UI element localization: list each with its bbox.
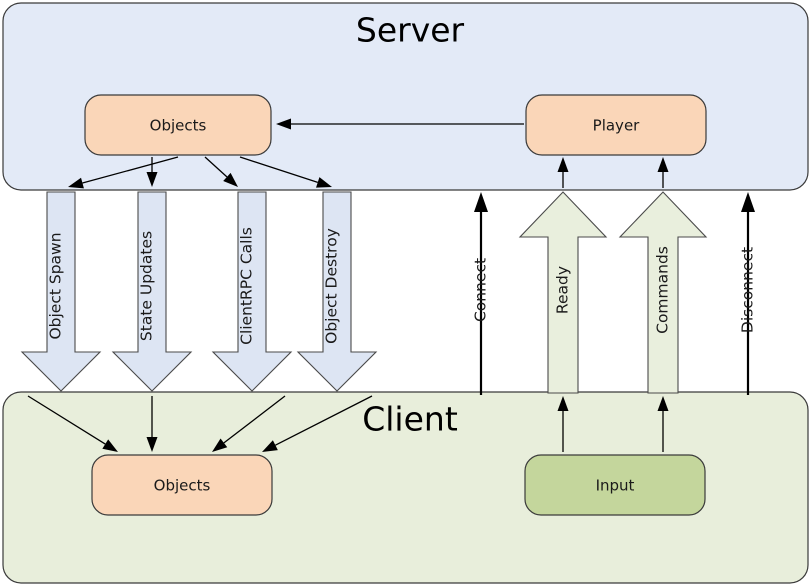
block-arrow-shape-object-spawn bbox=[20, 191, 102, 392]
block-arrow-object-spawn: Object Spawn bbox=[20, 191, 102, 392]
node-shape-server-objects[interactable] bbox=[84, 94, 272, 156]
block-arrow-shape-object-destroy bbox=[296, 191, 378, 392]
block-arrow-label-object-destroy: Object Destroy bbox=[323, 228, 341, 344]
connector-input-to-ready bbox=[557, 396, 569, 452]
block-arrow-label-object-spawn: Object Spawn bbox=[47, 232, 65, 339]
client-panel bbox=[2, 391, 809, 584]
connector-rpc-fanout bbox=[204, 156, 238, 187]
connector-line-rpc-to-client-objects bbox=[223, 395, 286, 444]
connector-head-rpc-fanout bbox=[223, 172, 238, 187]
connector-commands-to-player bbox=[657, 157, 669, 188]
connector-head-commands-to-player bbox=[657, 157, 669, 172]
node-shape-server-player[interactable] bbox=[525, 94, 707, 156]
connector-line-rpc-fanout bbox=[204, 156, 228, 178]
block-arrow-clientrpc-calls: ClientRPC Calls bbox=[211, 191, 293, 392]
connector-head-state-to-client-objects bbox=[146, 437, 158, 452]
block-arrow-commands: Commands bbox=[618, 191, 708, 394]
connector-destroy-fanout bbox=[239, 156, 332, 188]
thin-arrow-layer: Connect Disconnect bbox=[472, 192, 757, 395]
connector-spawn-fanout bbox=[68, 156, 179, 189]
thin-arrow-label-disconnect: Disconnect bbox=[739, 247, 757, 333]
block-arrow-object-destroy: Object Destroy bbox=[296, 191, 378, 392]
connector-head-ready-to-player bbox=[557, 157, 569, 172]
connector-spawn-to-client-objects bbox=[27, 395, 118, 452]
connector-line-spawn-to-client-objects bbox=[27, 395, 106, 445]
server-panel-title: Server bbox=[356, 11, 465, 50]
thin-arrow-head-connect bbox=[474, 192, 488, 212]
node-shape-client-objects[interactable] bbox=[91, 454, 273, 516]
node-client-objects[interactable]: Objects bbox=[91, 454, 273, 516]
block-arrow-shape-commands bbox=[618, 191, 708, 394]
connector-head-destroy-to-client-objects bbox=[262, 440, 278, 452]
block-arrow-ready: Ready bbox=[518, 191, 608, 394]
block-arrow-label-clientrpc-calls: ClientRPC Calls bbox=[238, 227, 256, 345]
block-arrow-label-state-updates: State Updates bbox=[138, 231, 156, 341]
connector-rpc-to-client-objects bbox=[212, 395, 286, 452]
block-arrow-label-ready: Ready bbox=[554, 266, 572, 314]
connector-destroy-to-client-objects bbox=[262, 395, 373, 452]
connector-input-to-commands bbox=[657, 396, 669, 452]
connector-head-player-to-objects bbox=[276, 118, 291, 130]
connector-state-to-client-objects bbox=[146, 396, 158, 452]
connector-head-state-fanout bbox=[146, 172, 158, 187]
block-arrow-layer: Object Spawn State Updates ClientRPC Calls… bbox=[20, 191, 708, 394]
node-label-server-objects: Objects bbox=[150, 117, 207, 135]
node-label-client-input: Input bbox=[596, 477, 635, 495]
block-arrow-state-updates: State Updates bbox=[111, 191, 193, 392]
connector-head-rpc-to-client-objects bbox=[212, 438, 228, 452]
block-arrow-shape-ready bbox=[518, 191, 608, 394]
thin-arrow-head-disconnect bbox=[741, 192, 755, 212]
connector-player-to-objects bbox=[276, 118, 524, 130]
block-arrow-label-commands: Commands bbox=[654, 246, 672, 334]
thin-arrow-disconnect: Disconnect bbox=[739, 192, 757, 395]
block-arrow-shape-state-updates bbox=[111, 191, 193, 392]
node-server-objects[interactable]: Objects bbox=[84, 94, 272, 156]
thin-arrow-label-connect: Connect bbox=[472, 258, 490, 322]
client-panel-title: Client bbox=[362, 400, 458, 439]
connector-head-input-to-commands bbox=[657, 396, 669, 411]
node-label-server-player: Player bbox=[593, 117, 641, 135]
block-arrow-shape-clientrpc-calls bbox=[211, 191, 293, 392]
connector-head-spawn-fanout bbox=[68, 177, 84, 189]
panel-group-client: Client bbox=[2, 391, 809, 584]
node-shape-client-input[interactable] bbox=[524, 454, 706, 516]
connector-line-destroy-to-client-objects bbox=[275, 395, 373, 446]
connector-line-spawn-fanout bbox=[82, 156, 179, 184]
connector-head-input-to-ready bbox=[557, 396, 569, 411]
connector-head-spawn-to-client-objects bbox=[102, 439, 118, 452]
connector-line-destroy-fanout bbox=[239, 156, 318, 183]
connector-state-fanout bbox=[146, 157, 158, 187]
connector-head-destroy-fanout bbox=[316, 177, 332, 188]
node-client-input[interactable]: Input bbox=[524, 454, 706, 516]
node-server-player[interactable]: Player bbox=[525, 94, 707, 156]
thin-arrow-connect: Connect bbox=[472, 192, 490, 395]
node-label-client-objects: Objects bbox=[154, 477, 211, 495]
connector-layer bbox=[27, 118, 669, 452]
connector-ready-to-player bbox=[557, 157, 569, 188]
